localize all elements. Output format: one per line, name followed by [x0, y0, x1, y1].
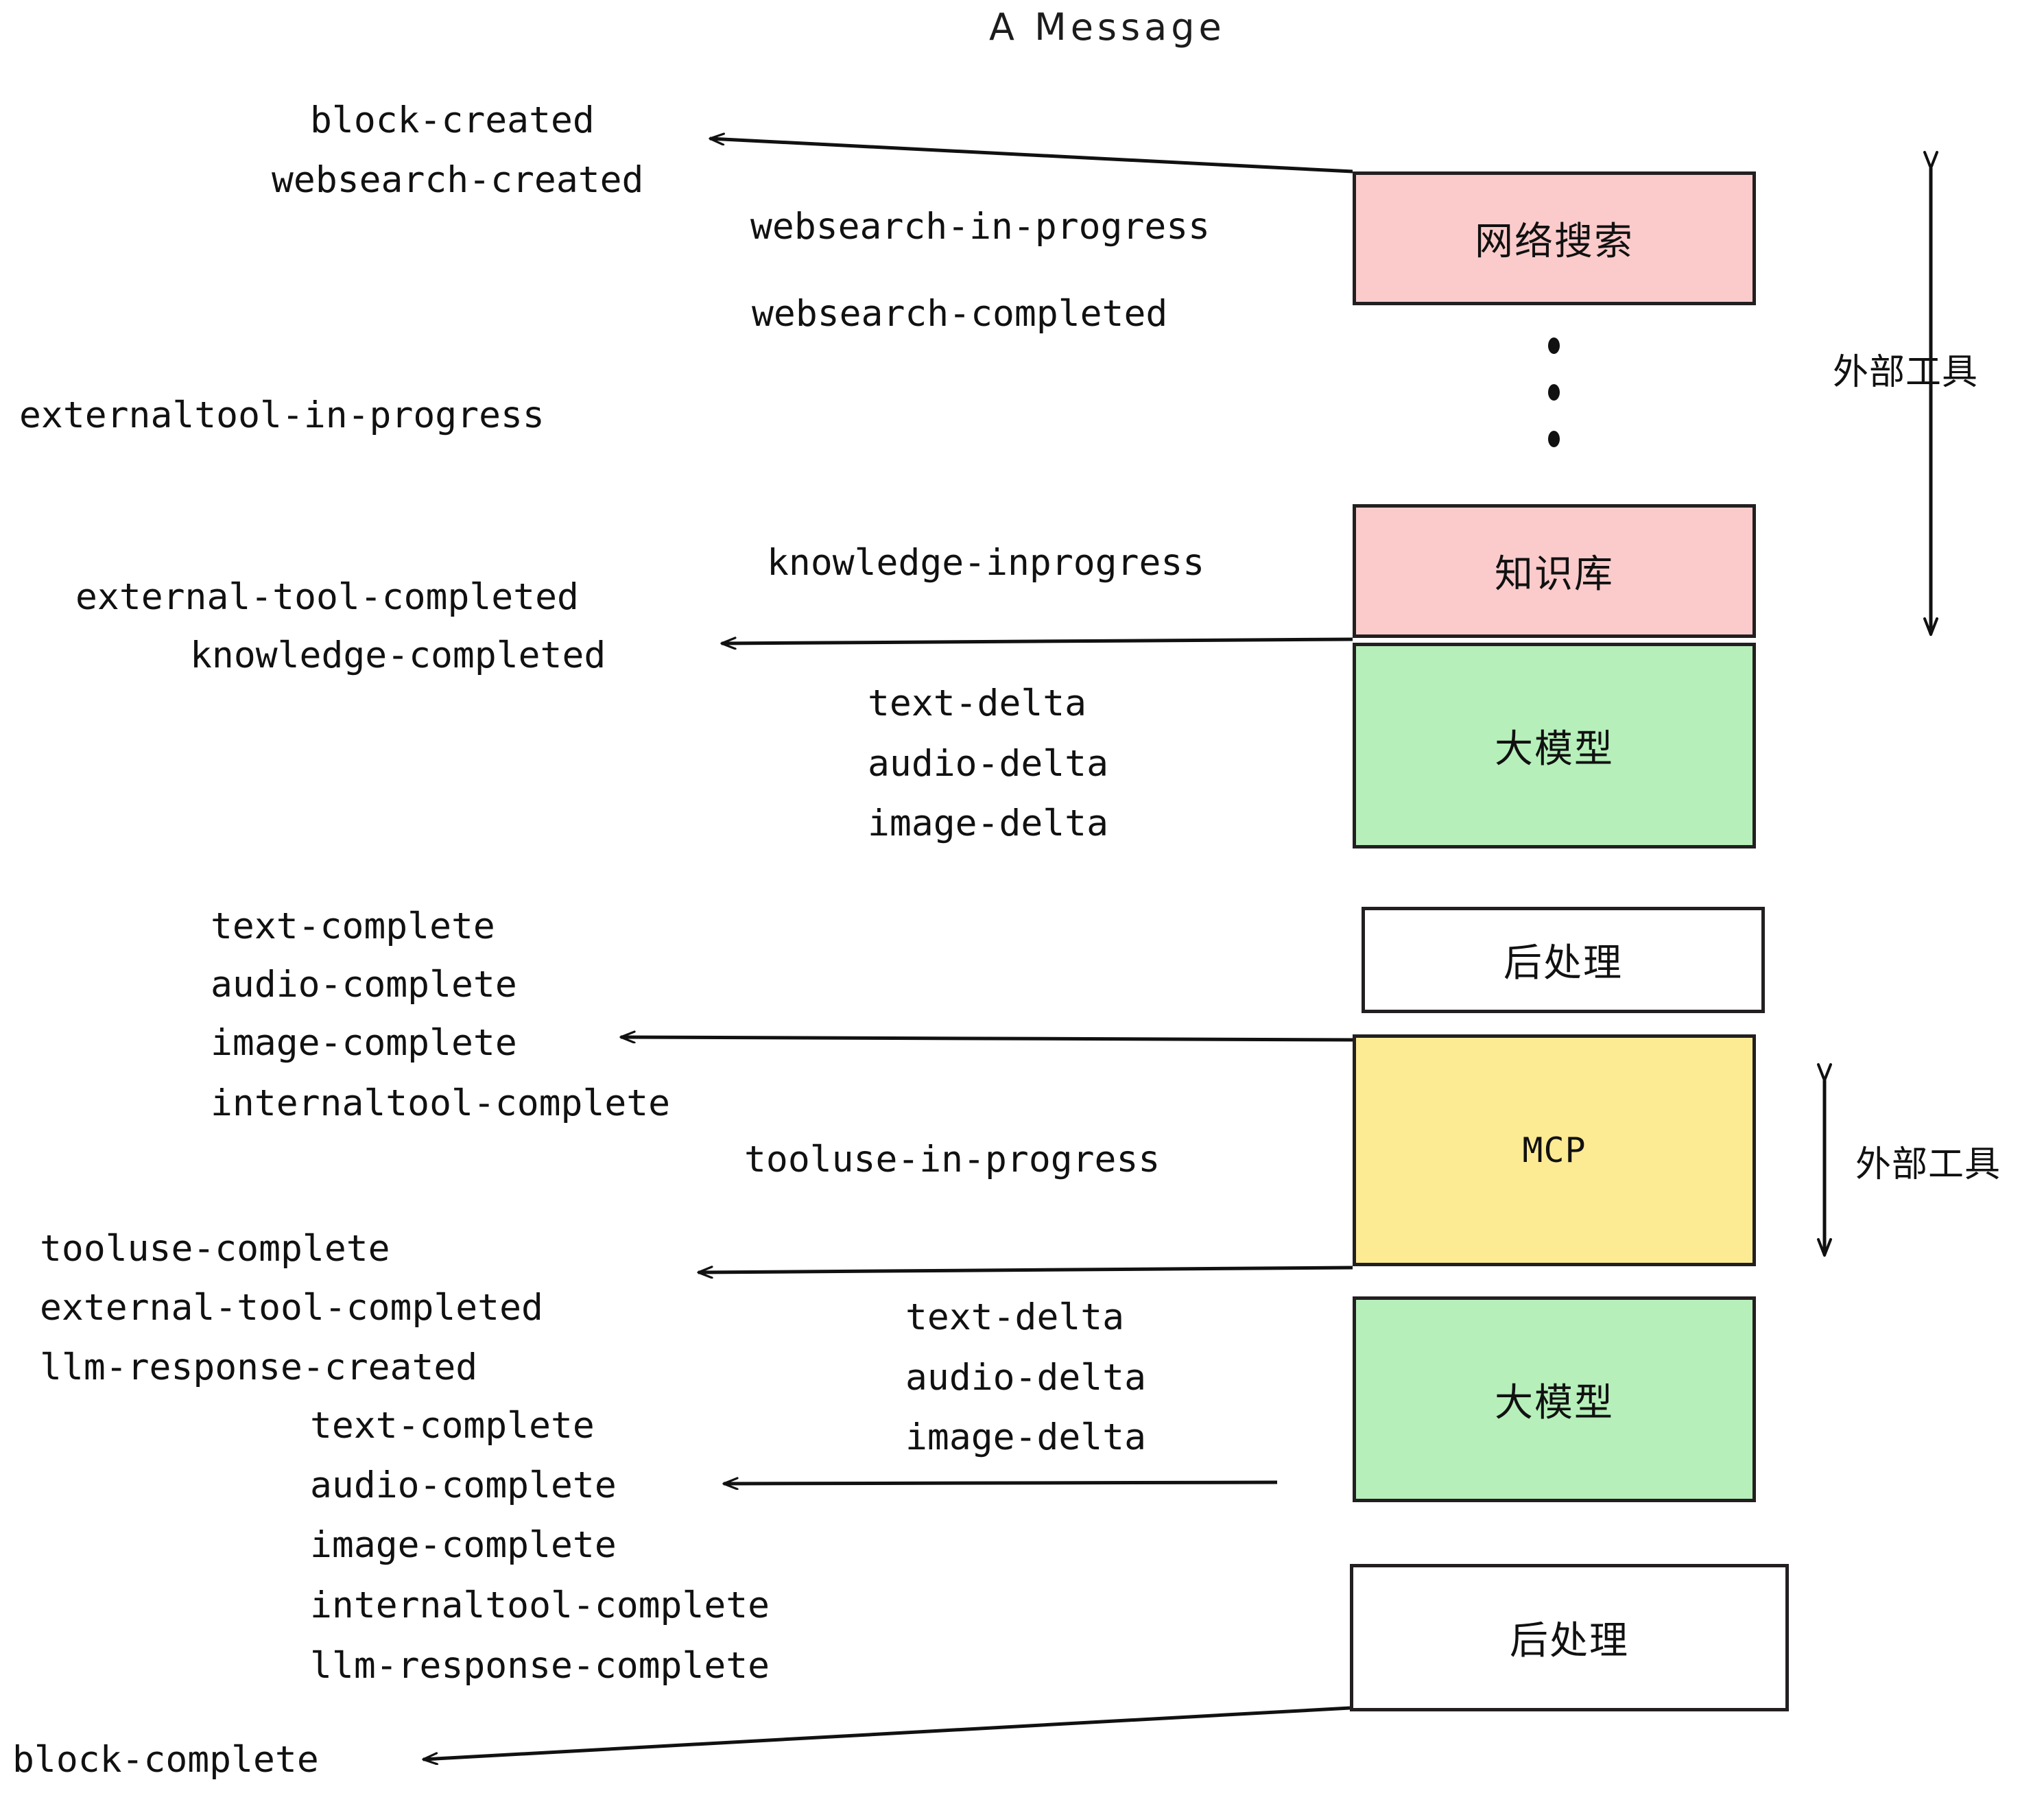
box-postprocess-bottom[interactable]: 后处理 [1350, 1564, 1789, 1711]
event-image-delta-1: image-delta [868, 803, 1108, 844]
arrow-websearch-to-blockcreated [710, 139, 1353, 174]
box-llm-bottom-label: 大模型 [1495, 1380, 1614, 1425]
event-block-complete: block-complete [12, 1739, 319, 1781]
arrow-post-to-blockcomplete [423, 1706, 1351, 1759]
event-text-delta-2: text-delta [905, 1296, 1125, 1338]
event-image-complete-2: image-complete [310, 1524, 617, 1566]
event-block-created: block-created [310, 99, 595, 141]
arrow-mcp-to-tooluse-complete [698, 1268, 1353, 1272]
box-postprocess-top[interactable]: 后处理 [1362, 907, 1765, 1013]
box-websearch[interactable]: 网络搜索 [1353, 171, 1756, 305]
event-websearch-in-progress: websearch-in-progress [750, 206, 1211, 248]
box-postprocess-top-label: 后处理 [1504, 941, 1623, 986]
event-text-complete-1: text-complete [211, 905, 495, 947]
arrow-post-to-imagecomplete [621, 1037, 1362, 1040]
event-text-delta-1: text-delta [868, 683, 1087, 724]
event-audio-complete-1: audio-complete [211, 964, 517, 1006]
event-image-complete-1: image-complete [211, 1022, 517, 1064]
event-tooluse-complete: tooluse-complete [40, 1228, 390, 1270]
vertical-ellipsis [1547, 337, 1560, 447]
event-websearch-completed: websearch-completed [752, 293, 1168, 335]
event-external-tool-completed-2: external-tool-completed [40, 1287, 543, 1329]
arrow-knowledge-to-knowledgecompleted [722, 639, 1353, 643]
label-external-tool-bottom: 外部工具 [1855, 1144, 2001, 1185]
event-image-delta-2: image-delta [905, 1416, 1146, 1458]
event-internaltool-complete-1: internaltool-complete [211, 1082, 671, 1124]
box-websearch-label: 网络搜索 [1475, 219, 1634, 264]
event-knowledge-inprogress: knowledge-inprogress [767, 542, 1205, 584]
event-external-tool-completed-1: external-tool-completed [75, 576, 579, 618]
event-audio-delta-1: audio-delta [868, 743, 1108, 785]
event-knowledge-completed: knowledge-completed [190, 634, 606, 676]
box-mcp[interactable]: MCP [1353, 1034, 1756, 1266]
event-audio-delta-2: audio-delta [905, 1357, 1146, 1399]
box-knowledge-base-label: 知识库 [1495, 552, 1614, 597]
event-externaltool-in-progress: externaltool-in-progress [19, 394, 545, 436]
event-text-complete-2: text-complete [310, 1405, 595, 1447]
box-postprocess-bottom-label: 后处理 [1510, 1619, 1629, 1663]
box-mcp-label: MCP [1522, 1130, 1587, 1170]
event-llm-response-created: llm-response-created [40, 1346, 478, 1388]
event-internaltool-complete-2: internaltool-complete [310, 1585, 770, 1626]
event-websearch-created: websearch-created [272, 159, 644, 201]
box-llm-top[interactable]: 大模型 [1353, 643, 1756, 848]
box-llm-bottom[interactable]: 大模型 [1353, 1296, 1756, 1502]
event-tooluse-in-progress: tooluse-in-progress [744, 1139, 1161, 1180]
page-title: A Message [989, 5, 1226, 49]
box-knowledge-base[interactable]: 知识库 [1353, 504, 1756, 638]
arrow-llm-to-audiocomplete [724, 1482, 1278, 1484]
label-external-tool-top: 外部工具 [1833, 352, 1979, 393]
box-llm-top-label: 大模型 [1495, 726, 1614, 772]
event-audio-complete-2: audio-complete [310, 1464, 617, 1506]
event-llm-response-complete: llm-response-complete [310, 1645, 770, 1687]
